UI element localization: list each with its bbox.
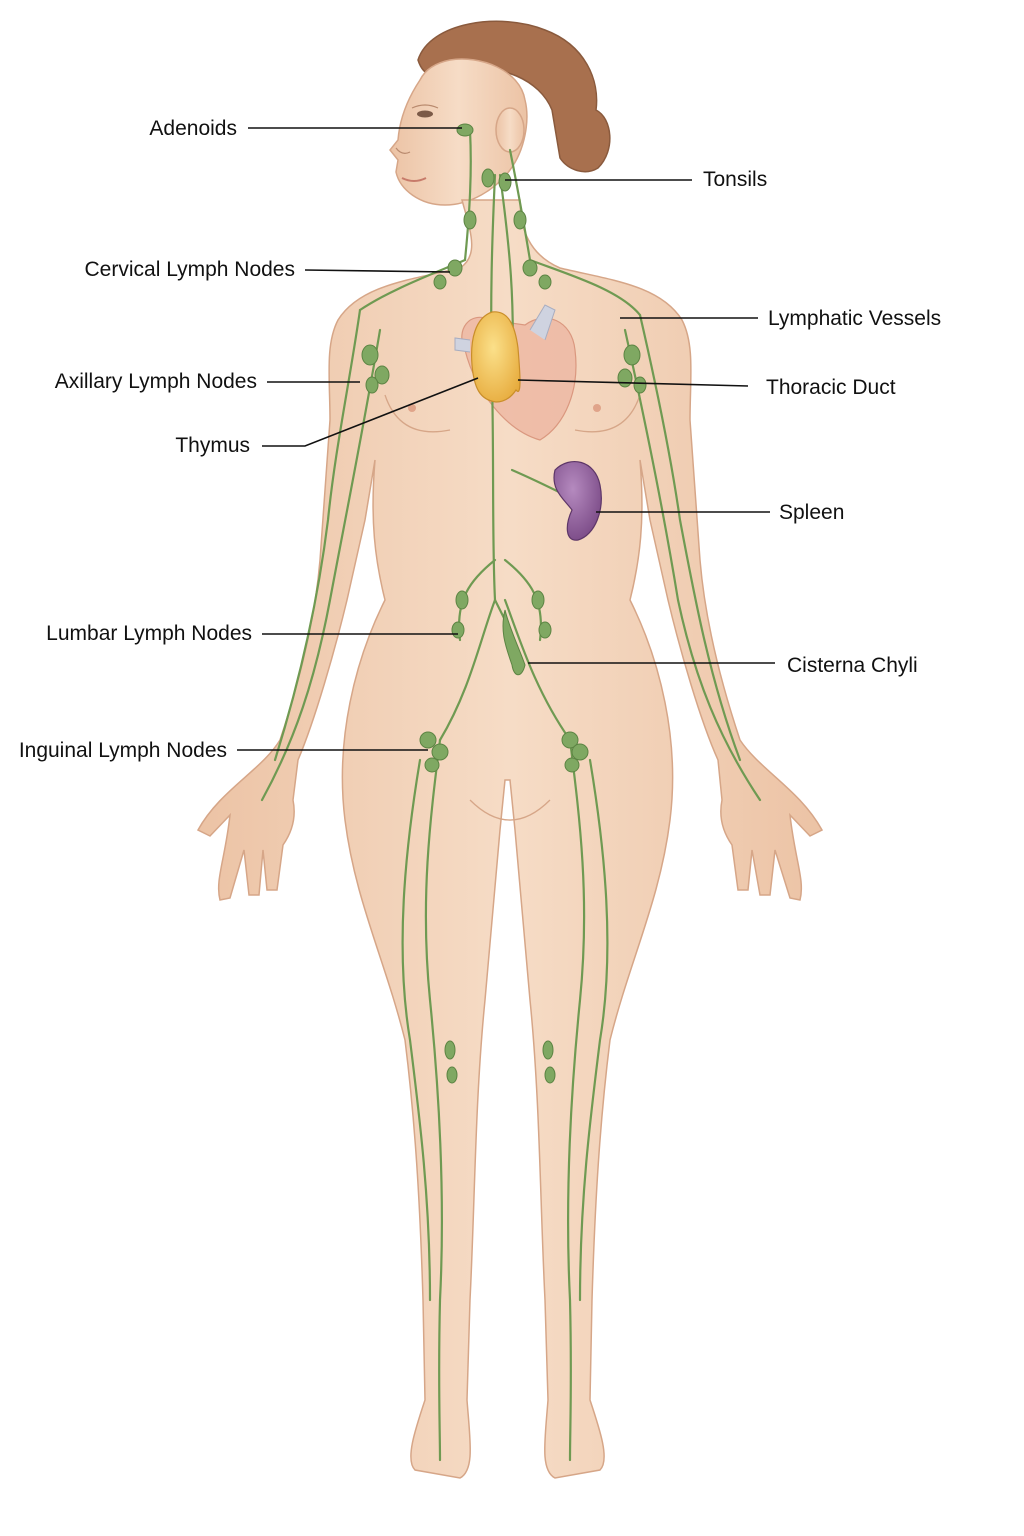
label-cisterna-chyli: Cisterna Chyli <box>787 654 918 677</box>
adenoid-node <box>456 123 474 137</box>
label-inguinal-lymph-nodes: Inguinal Lymph Nodes <box>18 739 227 762</box>
label-tonsils: Tonsils <box>703 168 768 191</box>
label-spleen: Spleen <box>779 501 845 524</box>
leader-thymus <box>262 377 479 447</box>
ear <box>495 107 525 153</box>
leader-lines <box>237 127 775 751</box>
label-lumbar-lymph-nodes: Lumbar Lymph Nodes <box>46 622 252 645</box>
chest-details <box>384 394 641 821</box>
thymus-shape <box>470 311 521 403</box>
label-axillary-lymph-nodes: Axillary Lymph Nodes <box>54 370 257 393</box>
torso <box>196 199 824 1479</box>
spleen-shape <box>553 461 602 541</box>
cisterna-chyli-shape <box>502 609 526 676</box>
label-cervical-lymph-nodes: Cervical Lymph Nodes <box>84 258 295 281</box>
leader-cervical <box>304 269 451 273</box>
label-lymphatic-vessels: Lymphatic Vessels <box>768 307 942 330</box>
label-thoracic-duct: Thoracic Duct <box>766 376 896 399</box>
label-thymus: Thymus <box>175 434 250 457</box>
lymphatic-vessels <box>260 128 762 1462</box>
face-details <box>395 104 439 182</box>
lymph-nodes <box>361 123 647 1084</box>
label-adenoids: Adenoids <box>149 117 237 140</box>
leader-thoracic-duct <box>517 379 749 387</box>
